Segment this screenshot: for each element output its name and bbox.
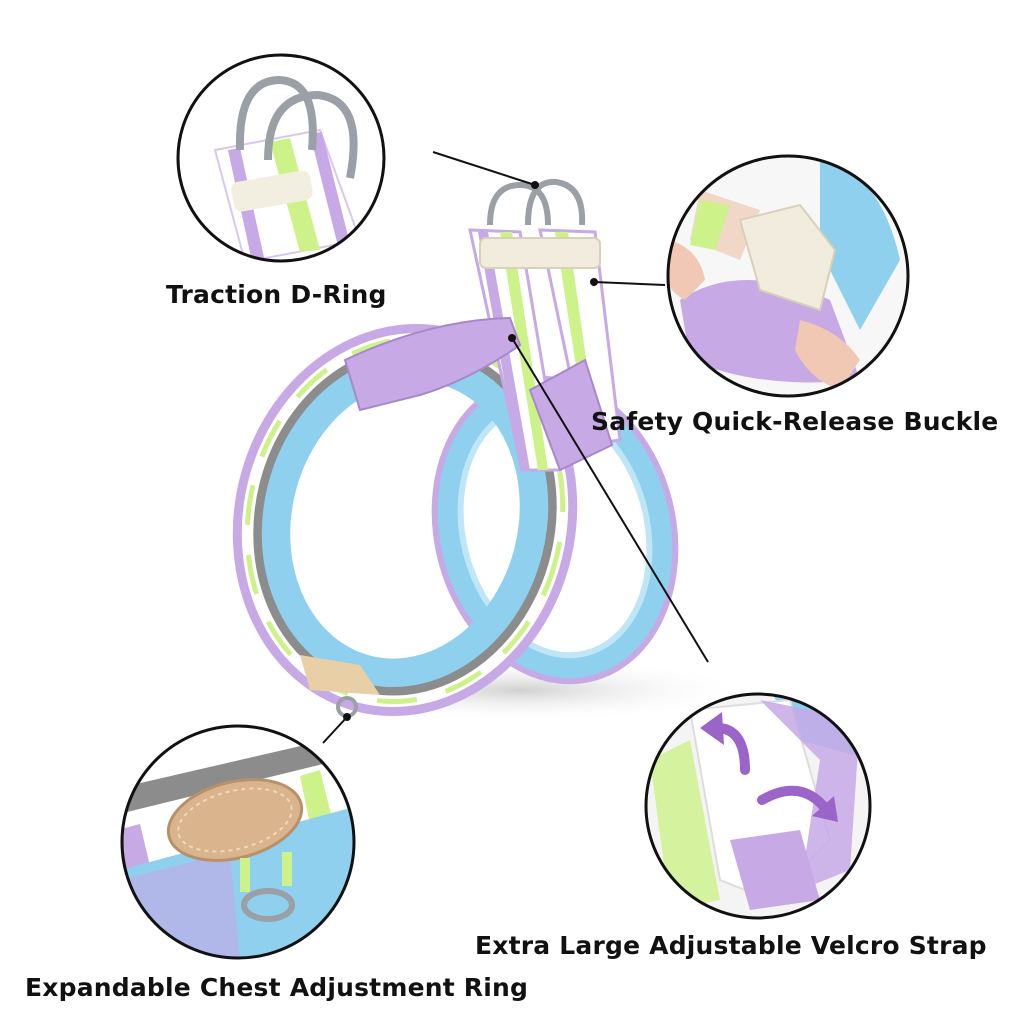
curved-arrow-icon [700,712,724,745]
detail-circle-d-ring [176,53,386,263]
label-traction-d-ring: Traction D-Ring [166,280,387,309]
curved-arrow-icon [812,796,838,822]
harness [232,178,679,718]
label-quick-release-buckle: Safety Quick-Release Buckle [591,407,999,436]
buckle [479,237,601,269]
detail-circle-velcro [644,692,872,920]
connector-lines [322,151,709,744]
shoulder-pad [343,316,522,412]
detail-circle-chest-ring [120,724,356,960]
detail-circle-buckle [666,154,910,398]
label-chest-adjustment-ring: Expandable Chest Adjustment Ring [25,973,529,1002]
top-d-rings [487,178,586,226]
label-velcro-strap: Extra Large Adjustable Velcro Strap [475,931,987,960]
